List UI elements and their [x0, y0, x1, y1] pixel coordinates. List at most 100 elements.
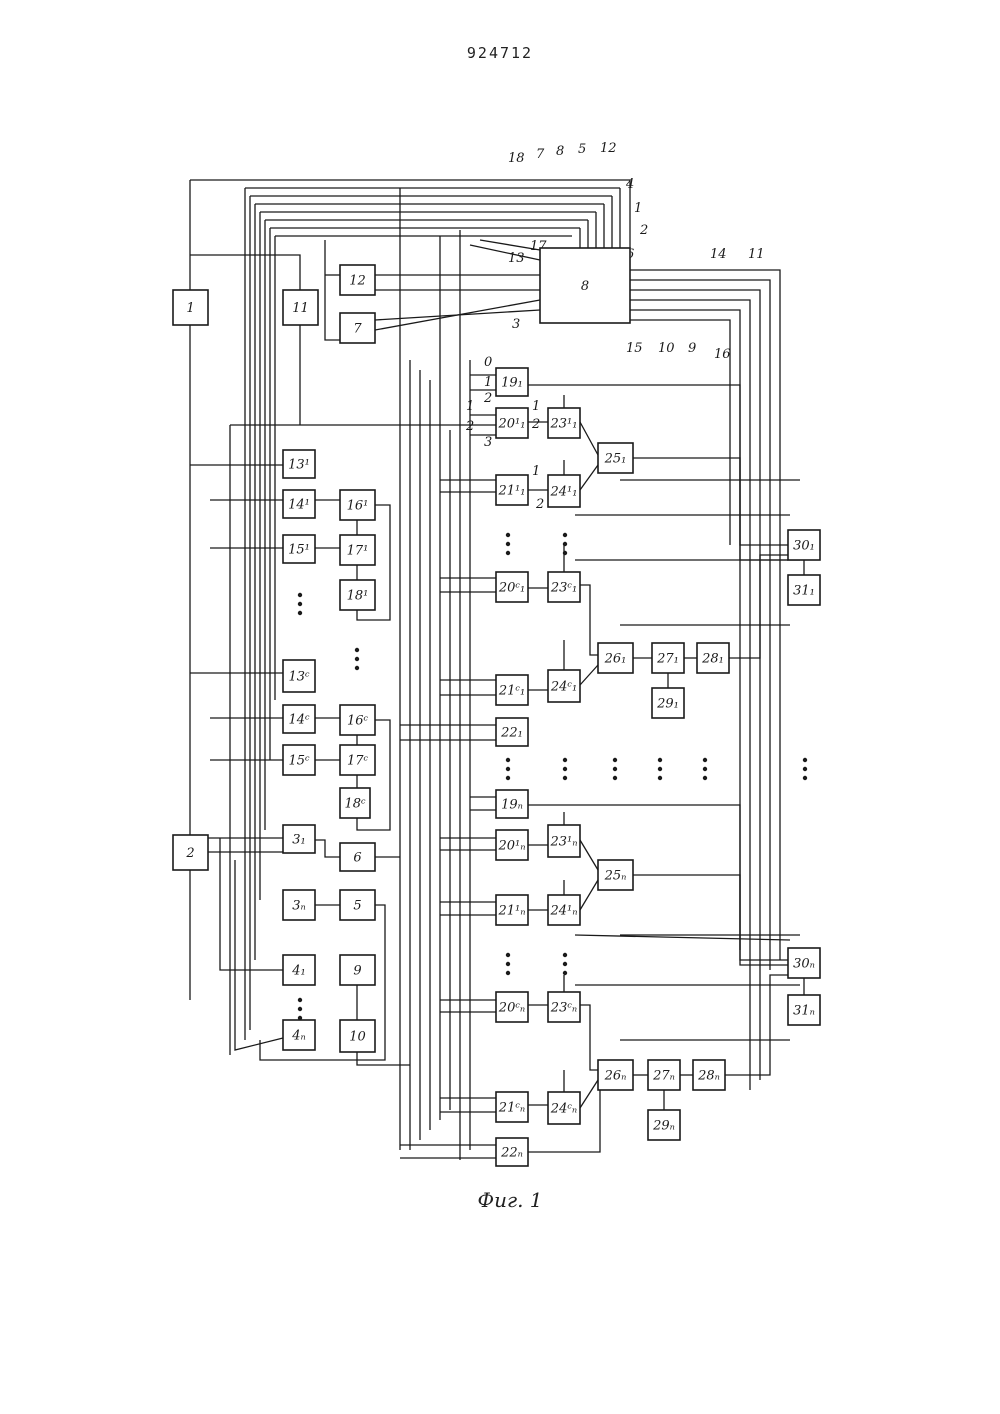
ellipsis-dot: [658, 776, 662, 780]
wire-133: [580, 1080, 598, 1108]
block-25-1: 25₁: [598, 443, 633, 473]
ellipsis-dot: [563, 767, 567, 771]
wire-99: [633, 458, 788, 545]
block-25-n: 25ₙ: [598, 860, 633, 890]
block-20-1-1: 20¹₁: [496, 408, 528, 438]
block-label: 24ᶜₙ: [550, 1102, 577, 1117]
wire-146: [357, 1052, 410, 1065]
bus-label-top-2: 8: [556, 144, 564, 159]
block-5: 5: [340, 890, 375, 920]
ellipsis-dot: [506, 758, 510, 762]
bus-label-top-3: 5: [578, 142, 586, 157]
bus-label-inputs-3: 3: [484, 435, 492, 450]
block-label: 15¹: [288, 543, 310, 558]
block-label: 15ᶜ: [288, 754, 310, 769]
wire-98: [580, 665, 598, 685]
wire-64: [630, 300, 750, 1090]
block-2: 2: [173, 835, 208, 870]
wire-91: [580, 422, 598, 455]
block-label: 23¹₁: [550, 417, 578, 432]
ellipsis-dot: [563, 962, 567, 966]
block-1: 1: [173, 290, 208, 325]
block-label: 25ₙ: [604, 869, 627, 884]
block-label: 4ₙ: [291, 1029, 306, 1044]
block-label: 31ₙ: [793, 1004, 815, 1019]
wire-130: [580, 1005, 598, 1070]
block-label: 29₁: [656, 697, 679, 712]
block-29-n: 29ₙ: [648, 1110, 680, 1140]
block-label: 19ₙ: [501, 798, 523, 813]
wire-134: [633, 875, 788, 960]
block-23-c-1: 23ᶜ₁: [548, 572, 580, 602]
ellipsis-dot: [355, 657, 359, 661]
block-label: 3₁: [292, 833, 305, 848]
block-17-1: 17¹: [340, 535, 375, 565]
block-31-1: 31₁: [788, 575, 820, 605]
block-20-1-n: 20¹ₙ: [496, 830, 528, 860]
block-9: 9: [340, 955, 375, 985]
block-label: 21ᶜₙ: [498, 1101, 525, 1116]
ellipsis-dot: [803, 767, 807, 771]
bus-label-top-4: 12: [600, 141, 617, 156]
block-22-1: 22₁: [496, 718, 528, 746]
block-label: 20ᶜₙ: [498, 1001, 525, 1016]
block-13-1: 13¹: [283, 450, 315, 478]
ellipsis-dot: [563, 542, 567, 546]
block-27-n: 27ₙ: [648, 1060, 680, 1090]
block-18-c: 18ᶜ: [340, 788, 370, 818]
block-label: 8: [581, 279, 589, 294]
block-6: 6: [340, 843, 375, 871]
block-29-1: 29₁: [652, 688, 684, 718]
block-label: 9: [353, 964, 361, 979]
block-30-n: 30ₙ: [788, 948, 820, 978]
block-24-c-1: 24ᶜ₁: [548, 670, 580, 702]
block-label: 28₁: [701, 652, 724, 667]
ellipsis-dot: [298, 998, 302, 1002]
block-label: 27ₙ: [652, 1069, 675, 1084]
bus-label-inputs-5: 2: [465, 419, 474, 434]
block-12: 12: [340, 265, 375, 295]
ellipsis-dot: [298, 1007, 302, 1011]
ellipsis-dot: [298, 593, 302, 597]
block-16-c: 16ᶜ: [340, 705, 375, 735]
ellipsis-dot: [506, 533, 510, 537]
ellipsis-dot: [703, 758, 707, 762]
block-17-c: 17ᶜ: [340, 745, 375, 775]
ellipsis-dot: [563, 971, 567, 975]
block-14-1: 14¹: [283, 490, 315, 518]
block-label: 20¹ₙ: [497, 839, 525, 854]
wire-127: [580, 880, 598, 910]
block-23-1-1: 23¹₁: [548, 408, 580, 438]
block-label: 16ᶜ: [347, 714, 369, 729]
ellipsis-dot: [298, 1016, 302, 1020]
block-30-1: 30₁: [788, 530, 820, 560]
block-27-1: 27₁: [652, 643, 684, 673]
ellipsis-dot: [658, 767, 662, 771]
block-10: 10: [340, 1020, 375, 1052]
ellipsis-dot: [703, 776, 707, 780]
bus-label-right-0: 14: [710, 247, 727, 262]
block-28-n: 28ₙ: [693, 1060, 725, 1090]
block-label: 21¹₁: [498, 484, 526, 499]
block-19-n: 19ₙ: [496, 790, 528, 818]
block-15-c: 15ᶜ: [283, 745, 315, 775]
bus-label-top-7: 2: [639, 223, 648, 238]
block-label: 11: [292, 301, 309, 316]
block-24-1-1: 24¹₁: [548, 475, 580, 507]
bus-label-top-1: 7: [536, 147, 545, 162]
ellipsis-dot: [803, 776, 807, 780]
bus-label-inputs-8: 1: [532, 464, 540, 479]
block-label: 22₁: [500, 726, 523, 741]
block-label: 25₁: [604, 452, 627, 467]
block-4-1: 4₁: [283, 955, 315, 985]
block-24-c-n: 24ᶜₙ: [548, 1092, 580, 1124]
block-label: 24ᶜ₁: [550, 680, 577, 695]
bus-label-inputs-2: 2: [483, 391, 492, 406]
ellipsis-dot: [563, 533, 567, 537]
wire-29: [235, 860, 283, 1050]
wire-95: [580, 585, 598, 655]
block-14-c: 14ᶜ: [283, 705, 315, 733]
bus-label-top-11: 3: [512, 317, 520, 332]
block-label: 26₁: [604, 652, 627, 667]
ellipsis-dot: [563, 776, 567, 780]
